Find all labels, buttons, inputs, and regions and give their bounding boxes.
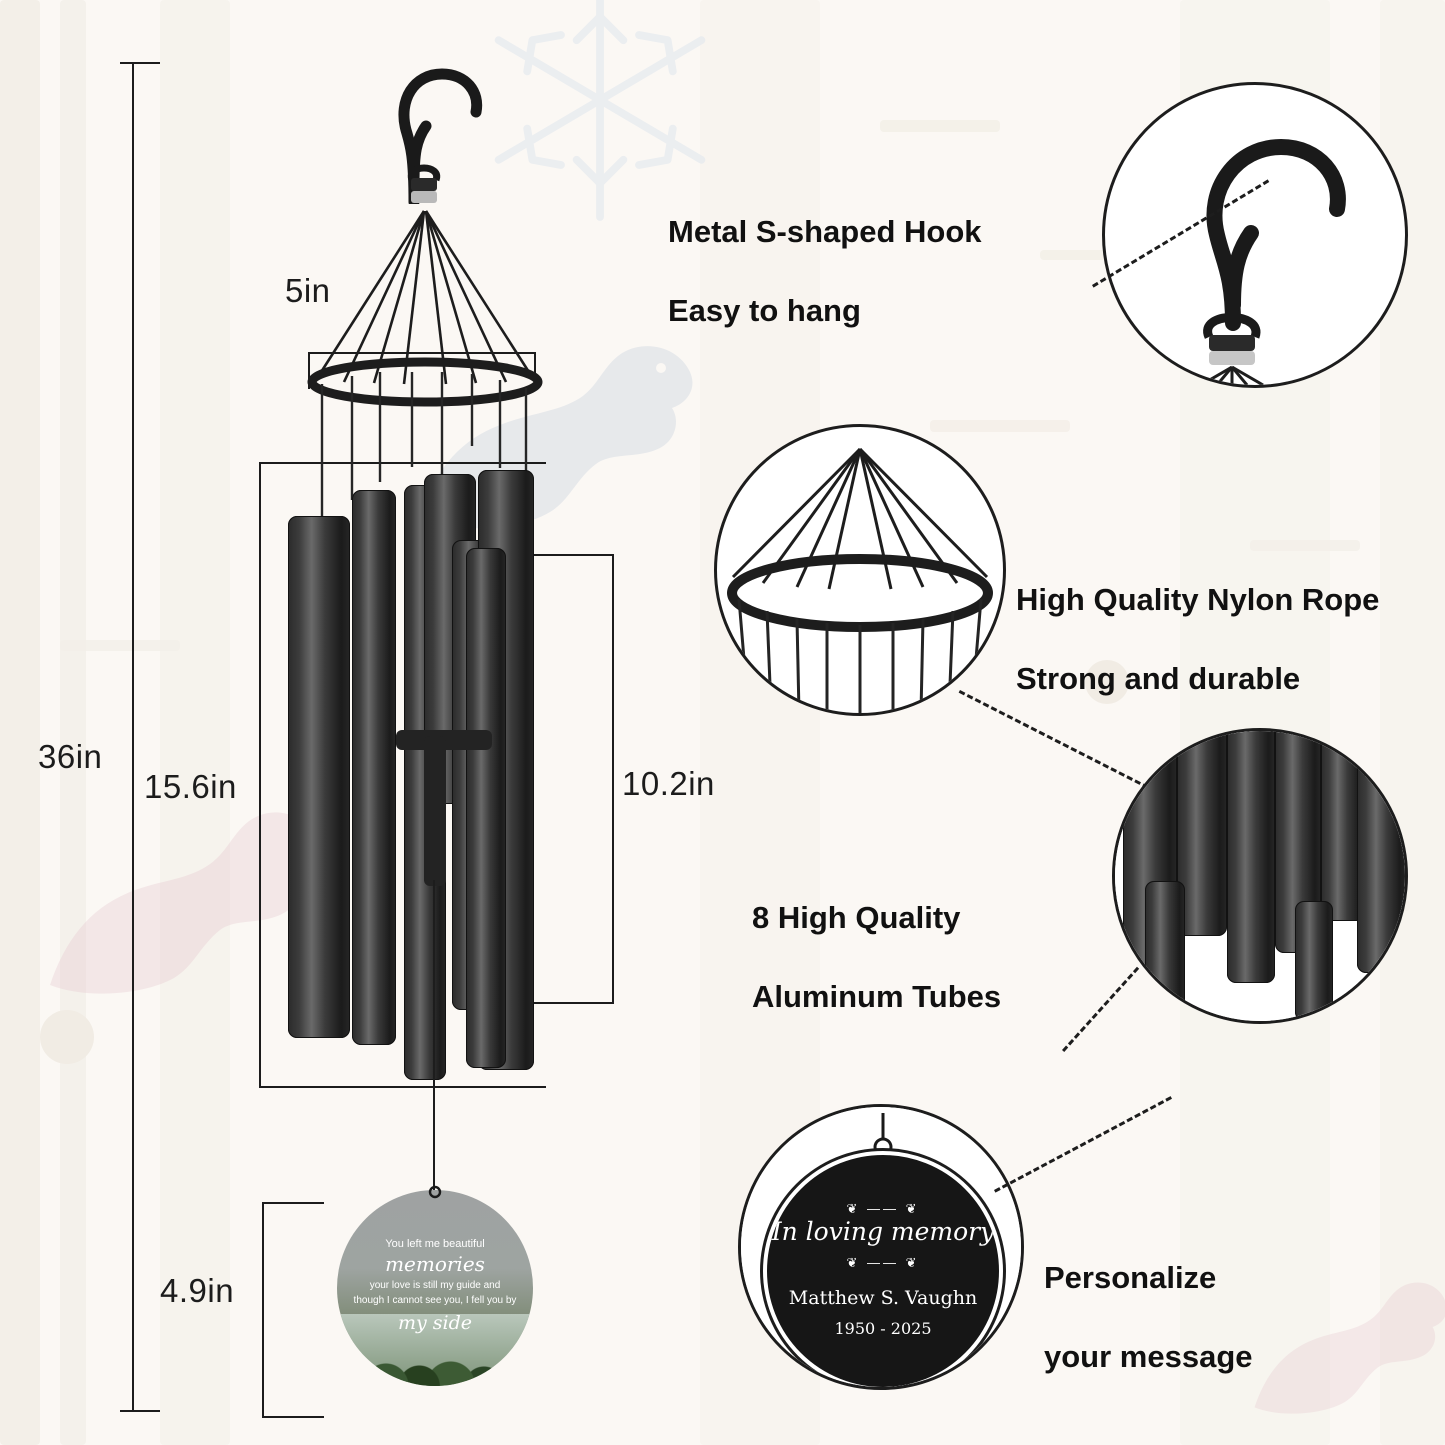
disc-line-4: though I cannot see you, I fell you by <box>353 1295 517 1306</box>
aluminum-tube-icon <box>1357 731 1405 973</box>
sail-cord <box>433 880 435 1190</box>
zoom-bubble-personalize: ❦ —— ❦ In loving memory ❦ —— ❦ Matthew S… <box>738 1104 1024 1390</box>
tubes-closeup <box>1115 731 1405 1021</box>
aluminum-tube-icon <box>466 548 506 1068</box>
disc-line-2: memories <box>385 1252 485 1276</box>
callout-tubes-line2: Aluminum Tubes <box>752 979 1002 1015</box>
aluminum-tube-icon <box>352 490 396 1045</box>
callout-personalize-line2: your message <box>1044 1339 1253 1375</box>
callout-hook-line1: Metal S-shaped Hook <box>668 213 982 249</box>
disc-ornament-top: ❦ —— ❦ <box>846 1201 920 1216</box>
bg-stripe <box>160 0 230 1445</box>
dimension-bracket-disc-height <box>262 1202 324 1418</box>
dimension-bracket-chime-body <box>259 462 546 1088</box>
disc-line-3: your love is still my guide and <box>369 1280 501 1291</box>
bg-fleck <box>60 640 180 651</box>
zoom-bubble-rope <box>714 424 1006 716</box>
dimension-tick <box>120 1410 160 1412</box>
striker-rod-icon <box>424 736 446 886</box>
callout-hook-line2: Easy to hang <box>668 293 861 329</box>
disc-dates: 1950 - 2025 <box>834 1319 932 1338</box>
dimension-label-ring-width: 5in <box>285 272 331 309</box>
dimension-line-total-height <box>132 62 134 1412</box>
forest-graphic <box>337 1314 533 1386</box>
callout-tubes: 8 High Quality Aluminum Tubes <box>752 858 1001 1017</box>
nylon-rope-cone <box>314 210 536 385</box>
disc-heading: In loving memory <box>771 1217 995 1246</box>
disc-ornament-bottom: ❦ —— ❦ <box>846 1255 920 1270</box>
zoom-bubble-hook <box>1102 82 1408 388</box>
dimension-bracket-ring-width <box>308 352 536 389</box>
dimension-label-tube-length: 10.2in <box>622 765 715 802</box>
dimension-label-total-height: 36in <box>38 738 103 775</box>
bird-silhouette-icon <box>1254 1282 1445 1414</box>
rope-ferrule-icon <box>407 164 441 203</box>
memorial-disc-closeup: ❦ —— ❦ In loving memory ❦ —— ❦ Matthew S… <box>741 1107 1021 1387</box>
s-hook-icon <box>1200 138 1346 385</box>
callout-hook: Metal S-shaped Hook Easy to hang <box>668 172 982 331</box>
dimension-tick <box>120 62 160 64</box>
dimension-label-disc-height: 4.9in <box>160 1272 235 1309</box>
aluminum-tube-icon <box>1177 731 1227 936</box>
callout-rope-line1: High Quality Nylon Rope <box>1016 581 1380 617</box>
disc-line-5: my side <box>397 1312 473 1334</box>
callout-personalize: Personalize your message <box>1044 1218 1253 1377</box>
aluminum-tube-icon <box>288 516 350 1038</box>
aluminum-tube-icon <box>1145 881 1185 1021</box>
dimension-label-chime-body: 15.6in <box>144 768 237 805</box>
callout-tubes-line1: 8 High Quality <box>752 899 961 935</box>
callout-rope: High Quality Nylon Rope Strong and durab… <box>1016 540 1379 699</box>
aluminum-tube-icon <box>1295 901 1333 1021</box>
bg-stripe <box>0 0 40 1445</box>
suspension-ring-icon <box>307 357 543 407</box>
bg-stripe <box>60 0 86 1445</box>
bg-dot <box>40 1010 94 1064</box>
dimension-bracket-tube-length <box>519 554 614 1004</box>
suspension-ring-icon <box>727 447 993 713</box>
memorial-disc-icon: You left me beautiful memories your love… <box>337 1190 533 1386</box>
aluminum-tube-icon <box>1227 731 1275 983</box>
zoom-bubble-tubes <box>1112 728 1408 1024</box>
disc-name: Matthew S. Vaughn <box>788 1287 978 1309</box>
disc-line-1: You left me beautiful <box>385 1238 485 1250</box>
memorial-disc-icon: ❦ —— ❦ In loving memory ❦ —— ❦ Matthew S… <box>763 1151 1003 1387</box>
disc-hanger-icon <box>428 1185 442 1199</box>
callout-rope-line2: Strong and durable <box>1016 661 1301 697</box>
callout-personalize-line1: Personalize <box>1044 1259 1217 1295</box>
bg-fleck <box>880 120 1000 132</box>
